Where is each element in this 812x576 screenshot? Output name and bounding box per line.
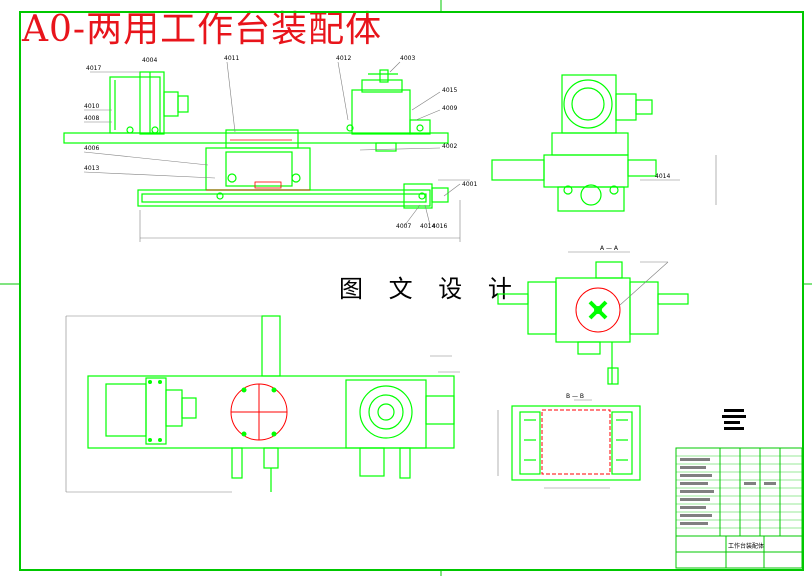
drawing-frame xyxy=(19,11,804,571)
label-4002: 4002 xyxy=(442,143,457,150)
section-a-dimensions xyxy=(568,251,669,306)
label-4004: 4004 xyxy=(142,57,157,64)
label-4006: 4006 xyxy=(84,145,99,152)
title-block-rows xyxy=(676,455,802,529)
label-4011: 4011 xyxy=(224,55,239,62)
top-view-circle xyxy=(230,383,288,441)
label-4013: 4013 xyxy=(84,165,99,172)
section-b-label: B — B xyxy=(566,393,584,400)
top-view xyxy=(87,315,455,492)
title-block-entries xyxy=(680,458,776,525)
label-4014: 4014 xyxy=(420,223,435,230)
drawing-title: A0-两用工作台装配体 xyxy=(22,9,383,50)
section-a-core xyxy=(588,300,608,320)
label-4009: 4009 xyxy=(442,105,457,112)
top-view-dimensions xyxy=(65,315,460,493)
label-4001: 4001 xyxy=(462,181,477,188)
label-side-4014: 4014 xyxy=(655,173,670,180)
label-4017: 4017 xyxy=(86,65,101,72)
section-a-circle xyxy=(575,287,621,333)
roughness-symbol xyxy=(722,409,746,430)
front-view-labels: 4017 4004 4011 4012 4003 4015 4009 4010 … xyxy=(84,55,477,230)
label-4012: 4012 xyxy=(336,55,351,62)
side-view xyxy=(491,74,657,212)
front-view-dimensions xyxy=(83,61,470,242)
side-view-dimensions xyxy=(640,155,717,205)
section-b-view xyxy=(511,405,641,481)
top-view-bolts xyxy=(148,380,277,442)
label-4007: 4007 xyxy=(396,223,411,230)
front-view-hatching xyxy=(206,139,310,191)
section-a-label: A — A xyxy=(600,245,619,252)
watermark-text: 图 文 设 计 xyxy=(339,275,521,303)
label-4015: 4015 xyxy=(442,87,457,94)
label-4016: 4016 xyxy=(432,223,447,230)
label-4010: 4010 xyxy=(84,103,99,110)
section-a-view xyxy=(497,261,689,385)
label-4008: 4008 xyxy=(84,115,99,122)
title-block xyxy=(675,447,803,569)
front-view xyxy=(63,69,449,209)
section-b-inner xyxy=(541,409,611,475)
title-block-name: 工作台装配体 xyxy=(728,542,764,550)
section-b-dimensions xyxy=(497,399,610,489)
label-4003: 4003 xyxy=(400,55,415,62)
